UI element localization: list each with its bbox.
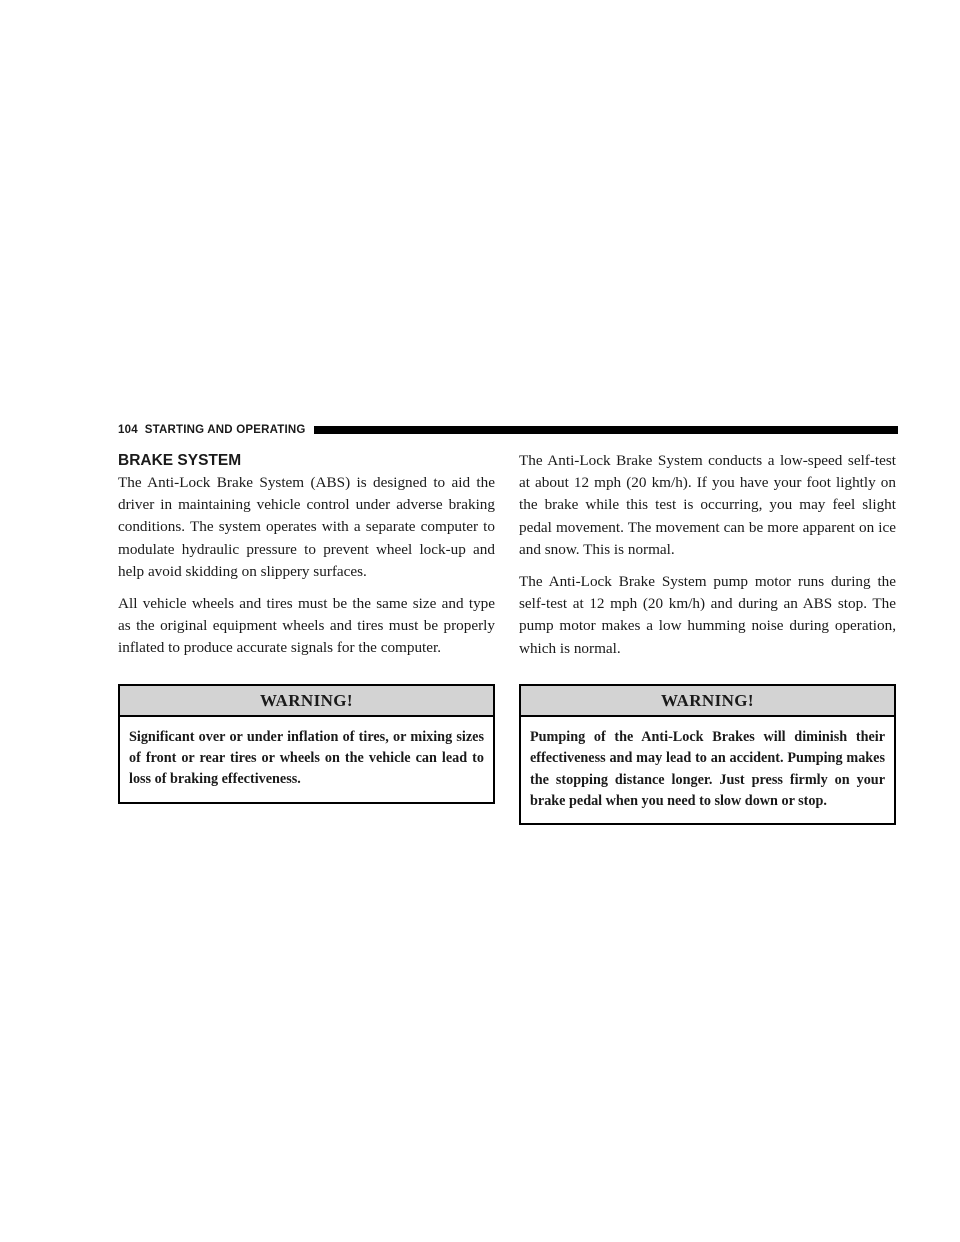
warning-box: WARNING! Significant over or under infla… <box>118 683 495 804</box>
section-heading: BRAKE SYSTEM <box>118 452 242 469</box>
header-rule <box>313 426 898 434</box>
warning-box: WARNING! Pumping of the Anti-Lock Brakes… <box>519 683 896 826</box>
page-number: 104 <box>118 424 138 436</box>
warning-title: WARNING! <box>120 685 493 717</box>
paragraph: The Anti-Lock Brake System pump motor ru… <box>519 573 896 657</box>
section-title: STARTING AND OPERATING <box>144 424 306 436</box>
paragraph: The Anti-Lock Brake System conducts a lo… <box>519 452 896 558</box>
page-header: 104 STARTING AND OPERATING <box>118 423 898 437</box>
right-column: The Anti-Lock Brake System conducts a lo… <box>519 450 896 826</box>
left-column: BRAKE SYSTEM The Anti-Lock Brake System … <box>118 452 495 804</box>
paragraph: All vehicle wheels and tires must be the… <box>118 595 495 657</box>
warning-title: WARNING! <box>521 685 894 717</box>
warning-text: Significant over or under inflation of t… <box>129 728 484 788</box>
paragraph: The Anti-Lock Brake System (ABS) is desi… <box>118 474 495 580</box>
warning-text: Pumping of the Anti-Lock Brakes will dim… <box>530 728 885 810</box>
